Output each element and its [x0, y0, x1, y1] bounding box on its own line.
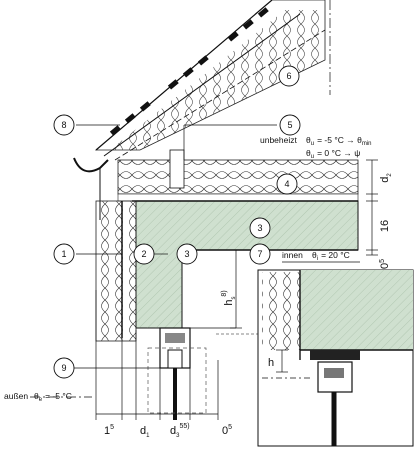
aussen-label: außen — [4, 391, 28, 401]
callout-8: 8 — [61, 120, 66, 130]
svg-text:θi= 20 °C: θi= 20 °C — [312, 250, 350, 262]
leader-lines — [70, 124, 277, 369]
screed-layer — [117, 193, 359, 202]
callout-3b: 3 — [184, 249, 189, 259]
dim-d1: d1 — [140, 425, 150, 439]
window-frame — [147, 327, 207, 420]
callout-6: 5 — [287, 120, 292, 130]
dim-d2: d2 — [379, 173, 393, 183]
callout-3b-circle — [176, 243, 198, 265]
dim-d3: d355) — [170, 423, 190, 439]
svg-text:θe= -5 °C: θe= -5 °C — [34, 391, 72, 403]
dim-15: 15 — [104, 424, 114, 437]
callout-1-circle — [53, 243, 75, 265]
callout-4: 7 — [257, 249, 262, 259]
conditions: unbeheizt θu= -5 °C → θmin θu= 0 °C → ψ … — [4, 135, 371, 403]
bottom-dimensions — [95, 290, 219, 420]
dim-h: h — [268, 357, 274, 369]
callout-4-circle — [249, 243, 271, 265]
callout-1: 1 — [61, 249, 66, 259]
roof — [94, 0, 331, 161]
inset-detail — [257, 269, 414, 447]
callout-9: 9 — [61, 363, 66, 373]
svg-text:θu= -5 °C → θmin: θu= -5 °C → θmin — [306, 135, 371, 147]
dim-05-bottom: 05 — [222, 424, 232, 437]
callout-5-circle — [276, 173, 298, 195]
callout-3a-circle — [249, 217, 271, 239]
dim-hs: hs8) — [221, 290, 237, 305]
rafter-bracket — [169, 149, 185, 189]
callout-3a: 3 — [257, 223, 262, 233]
callout-2: 2 — [141, 249, 146, 259]
dim-16: 16 — [379, 220, 391, 232]
roof-tiles — [109, 7, 269, 136]
right-dimensions — [366, 159, 378, 256]
floor-insulation — [117, 159, 359, 195]
callout-2-circle — [133, 243, 155, 265]
wall-insulation — [95, 200, 137, 342]
dim-05-right: 05 — [379, 259, 391, 269]
callout-8-circle — [53, 114, 75, 136]
callout-5: 4 — [284, 179, 289, 189]
hs-dimension — [182, 249, 242, 329]
callout-7: 6 — [286, 71, 291, 81]
svg-text:θu= 0 °C → ψ: θu= 0 °C → ψ — [306, 148, 360, 160]
callouts — [53, 65, 301, 379]
callout-9-circle — [53, 357, 75, 379]
innen-label: innen — [282, 250, 303, 260]
callout-6-circle — [279, 114, 301, 136]
callout-7-circle — [278, 65, 300, 87]
unbeheizt-label: unbeheizt — [260, 135, 298, 145]
